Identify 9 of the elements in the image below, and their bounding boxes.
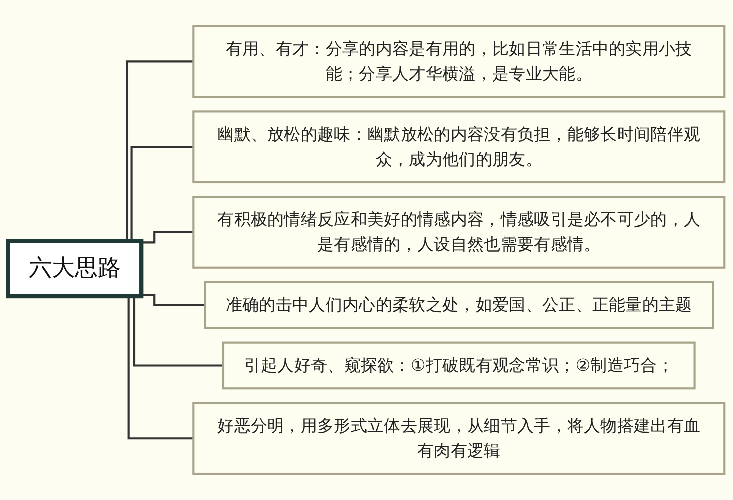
connector: [142, 231, 194, 244]
node-box: 引起人好奇、窥探欲：①打破既有观念常识；②制造巧合；: [222, 342, 696, 390]
connector: [142, 294, 206, 306]
node-box: 有积极的情绪反应和美好的情感内容，情感吸引是必不可少的，人是有感情的，人设自然也需要有感情。: [192, 196, 726, 269]
node-box: 准确的击中人们内心的柔软之处，如爱国、公正、正能量的主题: [204, 281, 714, 330]
node-box: 好恶分明，用多形式立体去展现，从细节入手，将人物搭建出有血有肉有逻辑: [192, 402, 726, 475]
node-box: 幽默、放松的趣味：幽默放松的内容没有负担，能够长时间陪伴观众，成为他们的朋友。: [192, 110, 726, 184]
node-box: 有用、有才：分享的内容是有用的，比如日常生活中的实用小技能；分享人才华横溢，是专业大能。: [192, 25, 726, 98]
node-box: 六大思路: [6, 239, 144, 298]
